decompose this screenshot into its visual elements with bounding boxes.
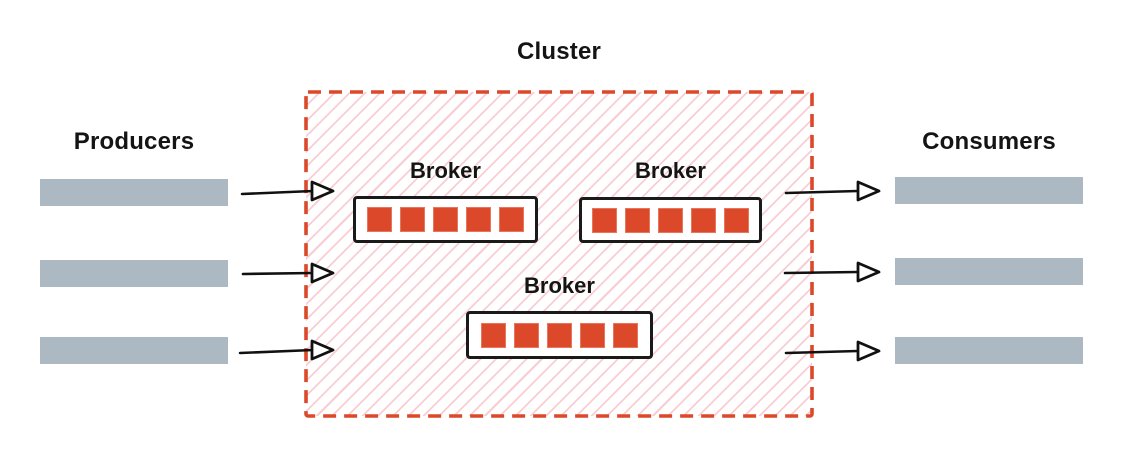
partition-square: [499, 207, 524, 232]
broker-box: [466, 311, 653, 359]
partition-square: [592, 207, 617, 233]
partition-square: [547, 322, 572, 348]
partition-square: [658, 207, 683, 233]
broker-label: Broker: [635, 158, 706, 183]
consumers-label: Consumers: [922, 128, 1056, 155]
producer-stream-bar: [40, 179, 228, 206]
arrowhead-right-icon: [856, 261, 881, 283]
partition-square: [466, 207, 491, 232]
producer-stream-bar: [40, 260, 228, 287]
cluster-title: Cluster: [516, 38, 602, 65]
broker-box: [353, 196, 538, 243]
consumer-stream-bar: [895, 258, 1083, 285]
arrowhead-right-icon: [856, 180, 881, 202]
partition-square: [625, 207, 650, 233]
producers-label: Producers: [73, 128, 195, 155]
partition-square: [580, 322, 605, 348]
partition-square: [724, 207, 749, 233]
cluster-region: [306, 92, 812, 416]
partition-square: [481, 322, 506, 348]
broker-box: [579, 197, 762, 243]
partition-square: [433, 207, 458, 232]
partition-square: [613, 322, 638, 348]
broker-label: Broker: [410, 158, 481, 183]
partition-square: [514, 322, 539, 348]
broker-label: Broker: [524, 273, 595, 298]
consumer-stream-bar: [895, 337, 1083, 364]
producer-stream-bar: [40, 337, 228, 364]
partition-square: [400, 207, 425, 232]
partition-square: [691, 207, 716, 233]
partition-square: [367, 207, 392, 232]
consumer-stream-bar: [895, 177, 1083, 204]
arrowhead-right-icon: [856, 340, 881, 362]
